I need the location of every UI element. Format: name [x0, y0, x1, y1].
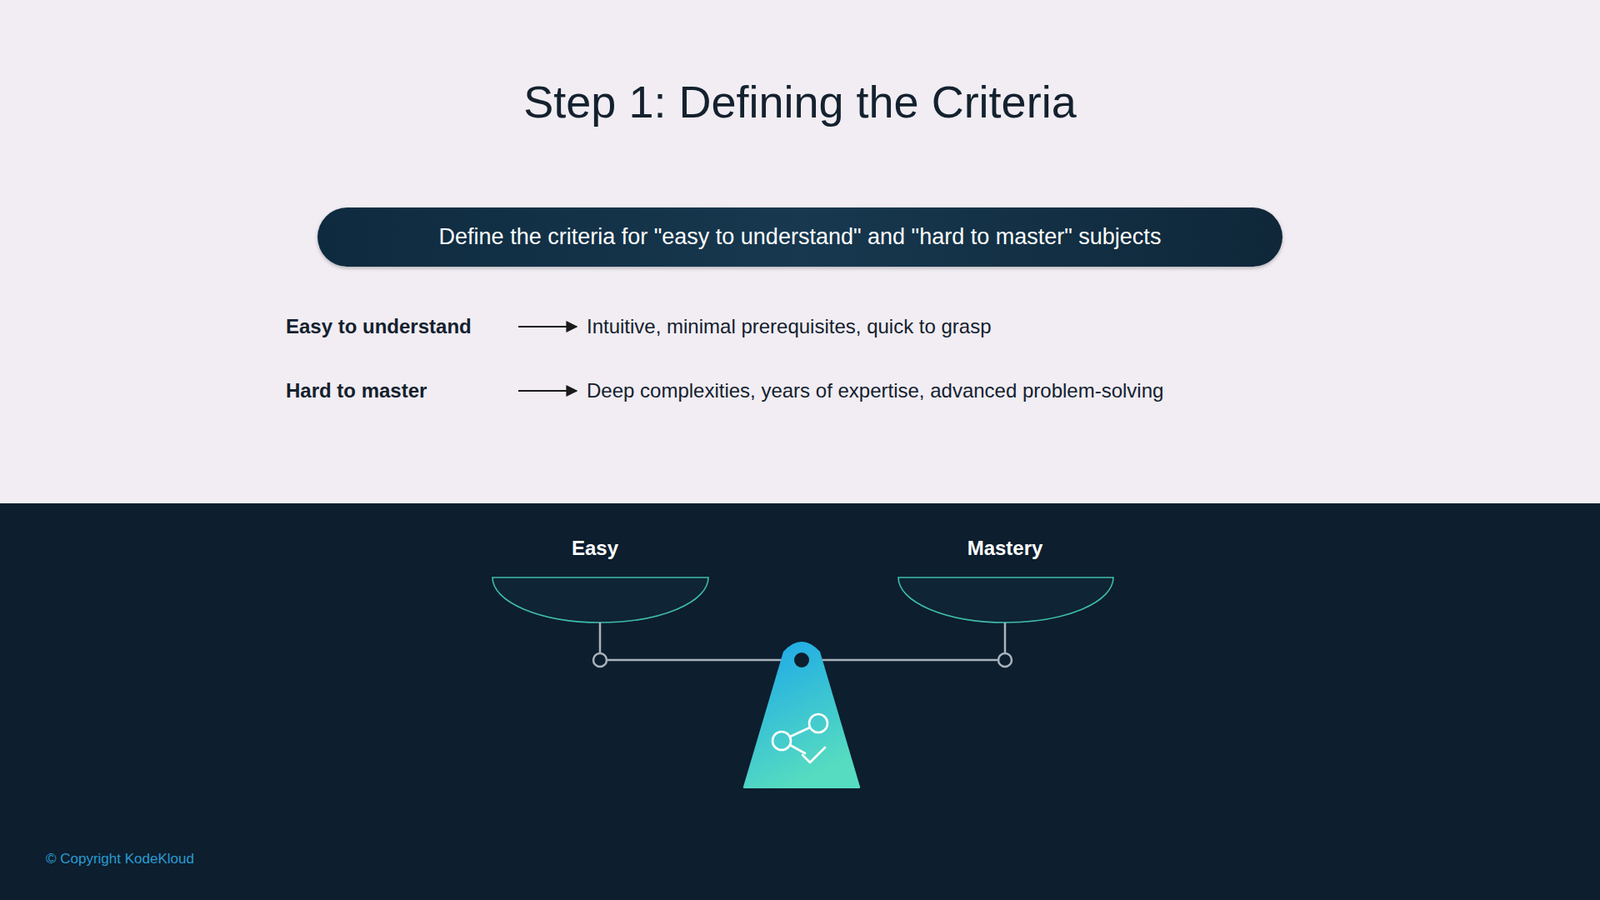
pivot-dot — [794, 652, 810, 668]
scale-pan — [492, 577, 709, 623]
pan-rod — [1004, 622, 1007, 654]
scale-pan — [898, 577, 1114, 623]
pan-rod — [599, 622, 602, 654]
criteria-term: Hard to master — [285, 379, 427, 403]
balance-scale — [492, 577, 1114, 789]
row-arrow — [518, 325, 577, 328]
pan-label: Mastery — [967, 536, 1044, 560]
row-arrow — [518, 390, 577, 392]
beam-joint — [998, 653, 1012, 667]
criteria-term: Easy to understand — [285, 315, 472, 339]
fulcrum-icon — [772, 714, 828, 763]
criteria-banner: Define the criteria for "easy to underst… — [317, 207, 1283, 267]
criteria-description: Intuitive, minimal prerequisites, quick … — [586, 315, 992, 339]
criteria-description: Deep complexities, years of expertise, a… — [586, 379, 1164, 403]
fulcrum — [743, 641, 861, 789]
slide-title: Step 1: Defining the Criteria — [523, 75, 1076, 128]
banner-text: Define the criteria for "easy to underst… — [439, 224, 1162, 250]
beam-joint — [593, 653, 607, 667]
pan-label: Easy — [571, 536, 619, 560]
copyright-note: © Copyright KodeKloud — [45, 850, 195, 868]
dark-band — [0, 503, 1600, 900]
